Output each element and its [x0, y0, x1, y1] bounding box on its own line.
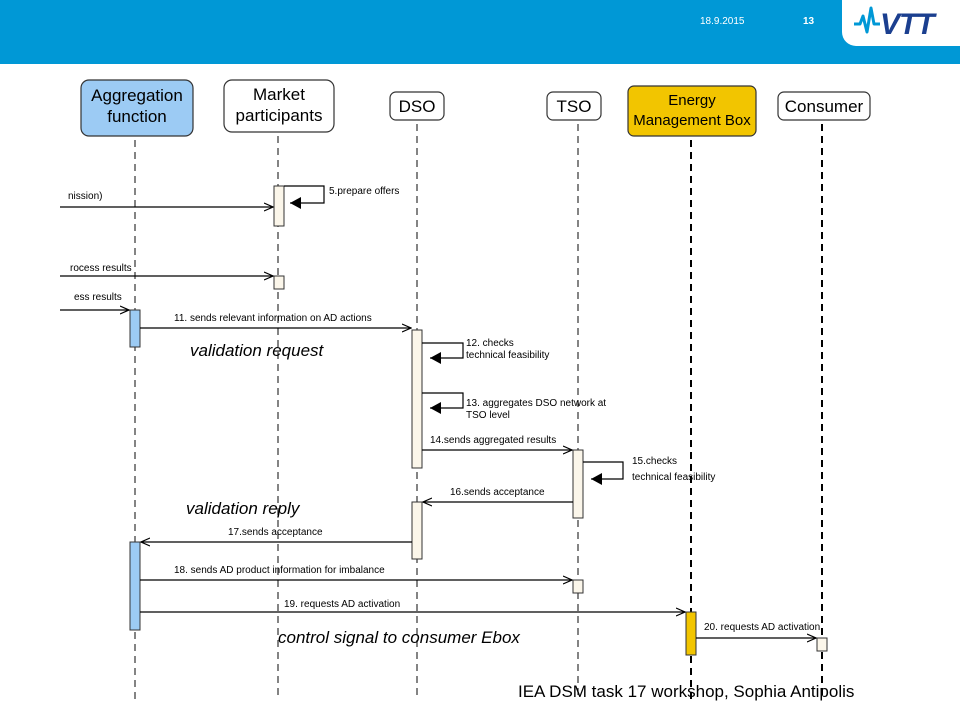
svg-text:technical feasibility: technical feasibility [632, 472, 715, 483]
lifeline-label-line2: participants [236, 106, 323, 125]
svg-text:15.checks: 15.checks [632, 456, 677, 467]
activation-aggregation-1 [129, 309, 141, 348]
activation-market-2 [273, 275, 285, 290]
activation-dso-2 [411, 501, 423, 560]
message-19: 19. requests AD activation [140, 599, 685, 612]
lifeline-label-line2: Management Box [633, 112, 751, 129]
wave-icon [854, 6, 880, 34]
annotation-validation-request: validation request [190, 341, 325, 360]
message-11: 11. sends relevant information on AD act… [140, 313, 411, 328]
message-mission: nission) [60, 191, 273, 207]
svg-text:11. sends relevant information: 11. sends relevant information on AD act… [174, 313, 372, 324]
svg-text:ess results: ess results [74, 292, 122, 303]
svg-text:13. aggregates DSO network at: 13. aggregates DSO network at [466, 398, 606, 409]
footer-caption: IEA DSM task 17 workshop, Sophia Antipol… [518, 682, 855, 701]
message-12: 12. checks technical feasibility [422, 338, 549, 364]
svg-text:17.sends acceptance: 17.sends acceptance [228, 527, 323, 538]
svg-text:5.prepare offers: 5.prepare offers [329, 186, 399, 197]
lifeline-label: TSO [557, 97, 592, 116]
vtt-logo: VTT [842, 0, 960, 46]
message-18: 18. sends AD product information for imb… [140, 565, 572, 580]
activation-consumer [816, 637, 828, 652]
svg-text:14.sends aggregated results: 14.sends aggregated results [430, 435, 556, 446]
message-ess-results: ess results [60, 292, 129, 310]
slide-date: 18.9.2015 [700, 16, 745, 27]
message-16: 16.sends acceptance [423, 487, 573, 502]
svg-text:rocess results: rocess results [70, 263, 132, 274]
annotation-control-signal: control signal to consumer Ebox [278, 628, 520, 647]
slide-number: 13 [803, 16, 815, 27]
svg-text:nission): nission) [68, 191, 102, 202]
activation-aggregation-2 [129, 541, 141, 631]
svg-text:12. checks: 12. checks [466, 338, 514, 349]
svg-text:TSO level: TSO level [466, 410, 510, 421]
lifeline-label: DSO [399, 97, 436, 116]
svg-text:19. requests AD activation: 19. requests AD activation [284, 599, 400, 610]
activation-tso-1 [572, 449, 584, 519]
svg-text:16.sends acceptance: 16.sends acceptance [450, 487, 545, 498]
message-15: 15.checks technical feasibility [583, 456, 715, 485]
activation-tso-2 [572, 579, 584, 594]
logo-text: VTT [880, 8, 935, 41]
annotation-validation-reply: validation reply [186, 499, 301, 518]
activation-ebox [685, 611, 697, 656]
message-5-prepare-offers: 5.prepare offers [284, 185, 399, 209]
svg-text:technical feasibility: technical feasibility [466, 350, 549, 361]
lifeline-label: Consumer [785, 97, 864, 116]
message-17: 17.sends acceptance [141, 527, 412, 542]
svg-text:18. sends AD product informati: 18. sends AD product information for imb… [174, 565, 385, 576]
lifeline-label-line2: function [107, 107, 167, 126]
svg-text:20. requests AD activation: 20. requests AD activation [704, 622, 820, 633]
activation-market-1 [273, 185, 285, 227]
lifeline-tso: TSO [546, 91, 602, 700]
activation-dso-1 [411, 329, 423, 469]
header-bar: 18.9.2015 13 VTT [0, 0, 960, 64]
message-process-results: rocess results [60, 263, 273, 276]
message-14: 14.sends aggregated results [422, 435, 572, 450]
lifeline-consumer: Consumer [777, 91, 871, 700]
message-13: 13. aggregates DSO network at TSO level [422, 392, 606, 421]
message-20: 20. requests AD activation [696, 622, 820, 638]
